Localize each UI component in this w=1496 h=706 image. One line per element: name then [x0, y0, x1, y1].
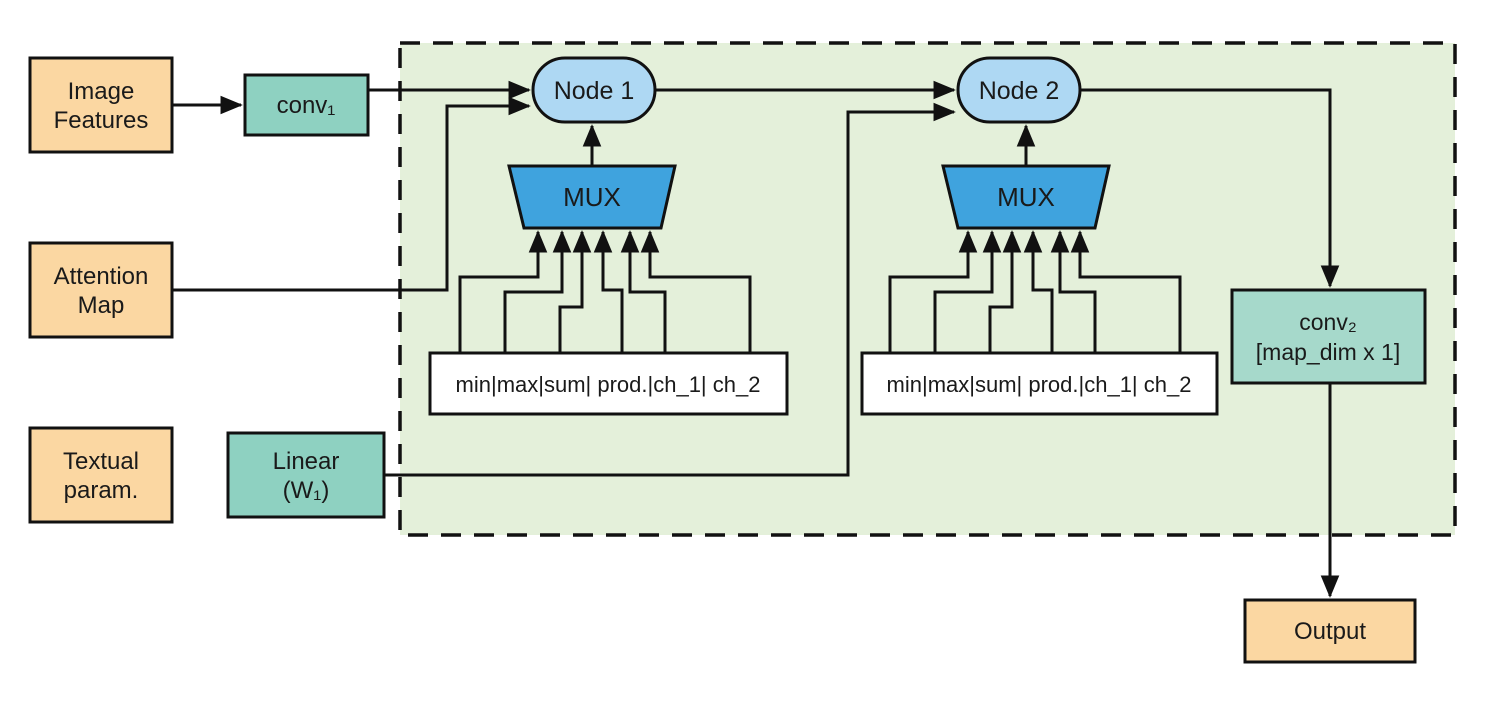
node2: Node 2 [956, 56, 1082, 124]
edge-ops1-riser-min [458, 230, 548, 353]
ops2-label: min|max|sum| prod.|ch_1| ch_2 [887, 372, 1192, 397]
mux2-label: MUX [997, 182, 1055, 212]
textual-param-box [28, 426, 174, 524]
edge-ops2-riser-min [888, 230, 978, 353]
edge-ops2-riser-sum [988, 230, 1022, 353]
mux1-label: MUX [563, 182, 621, 212]
edge-ops2-riser-ch1 [1050, 230, 1097, 353]
attention-map-box [28, 241, 174, 339]
edge-ops1-riser-ch2 [640, 230, 752, 353]
edge-linear-to-node2 [384, 102, 956, 477]
image-features-label-line2: Features [54, 107, 149, 134]
edge-ops1-riser-sum [558, 230, 592, 353]
linear-label-line2: (W₁) [283, 477, 330, 504]
output-box [1243, 598, 1417, 664]
textual-param-node: Textual param. [28, 426, 174, 524]
image-features-label-line1: Image [68, 78, 135, 105]
output-label: Output [1294, 618, 1366, 645]
output-node: Output [1243, 598, 1417, 664]
ops1-box [428, 351, 789, 416]
conv1-box [243, 73, 370, 137]
edge-ops2-riser-ch2 [1070, 230, 1182, 353]
node2-label: Node 2 [979, 77, 1060, 105]
conv1-label: conv₁ [277, 92, 336, 119]
conv2-label-line1: conv₂ [1299, 309, 1357, 335]
ops2-box [860, 351, 1219, 416]
image-features-box [28, 56, 174, 154]
edge-ops2-riser-prod [1023, 230, 1054, 353]
linear-node: Linear (W₁) [226, 431, 386, 519]
ops2: min|max|sum| prod.|ch_1| ch_2 [860, 351, 1219, 416]
node1: Node 1 [531, 56, 657, 124]
mux1-shape [507, 164, 677, 230]
attention-map-label-line1: Attention [54, 263, 149, 290]
mux2-shape [941, 164, 1111, 230]
conv2-label-line2: [map_dim x 1] [1256, 339, 1400, 365]
textual-param-label-line1: Textual [63, 448, 139, 475]
linear-label-line1: Linear [273, 448, 340, 475]
edge-attention-map-to-node1 [172, 96, 531, 292]
attention-map-node: Attention Map [28, 241, 174, 339]
ops1: min|max|sum| prod.|ch_1| ch_2 [428, 351, 789, 416]
conv2-box [1230, 288, 1427, 385]
connectors [172, 80, 1340, 598]
image-features-node: Image Features [28, 56, 174, 154]
node1-label: Node 1 [554, 77, 635, 105]
node1-pill [531, 56, 657, 124]
edge-ops1-riser-ch1 [620, 230, 667, 353]
mux2: MUX [941, 164, 1111, 230]
edge-node2-to-conv2 [1080, 88, 1340, 288]
ops1-label: min|max|sum| prod.|ch_1| ch_2 [456, 372, 761, 397]
conv2-node: conv₂ [map_dim x 1] [1230, 288, 1427, 385]
edge-ops2-riser-max [933, 230, 1002, 353]
textual-param-label-line2: param. [64, 477, 139, 504]
linear-box [226, 431, 386, 519]
conv1-node: conv₁ [243, 73, 370, 137]
node2-pill [956, 56, 1082, 124]
edge-ops1-riser-prod [593, 230, 624, 353]
attention-map-label-line2: Map [78, 292, 125, 319]
mux1: MUX [507, 164, 677, 230]
edge-ops1-riser-max [503, 230, 572, 353]
